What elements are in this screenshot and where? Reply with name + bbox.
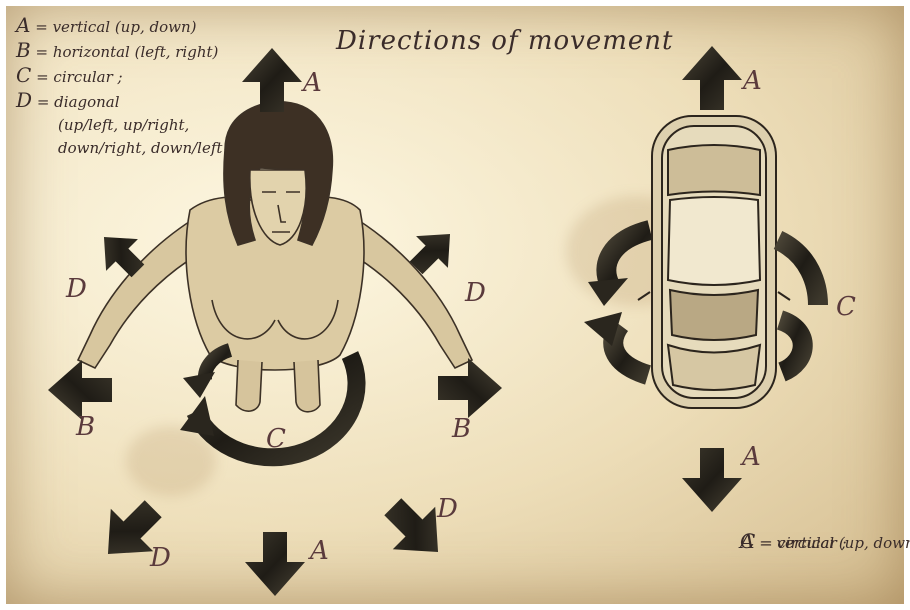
label-c: C — [266, 424, 286, 454]
car-figure — [638, 116, 790, 408]
label-d: D — [437, 494, 458, 524]
person-figure — [78, 102, 472, 412]
label-a: A — [742, 442, 761, 472]
label-c: C — [836, 292, 856, 322]
label-a: A — [743, 66, 762, 96]
label-d: D — [66, 274, 87, 304]
label-b: B — [452, 414, 471, 444]
arrow-right-icon — [438, 358, 502, 418]
label-a: A — [303, 68, 322, 98]
label-d: D — [150, 543, 171, 573]
arrow-left-icon — [48, 360, 112, 420]
arrow-down-icon — [245, 532, 305, 596]
arrow-up-icon — [682, 46, 742, 110]
label-b: B — [76, 412, 95, 442]
arrow-down-icon — [682, 448, 742, 512]
label-a: A — [310, 536, 329, 566]
label-d: D — [465, 278, 486, 308]
